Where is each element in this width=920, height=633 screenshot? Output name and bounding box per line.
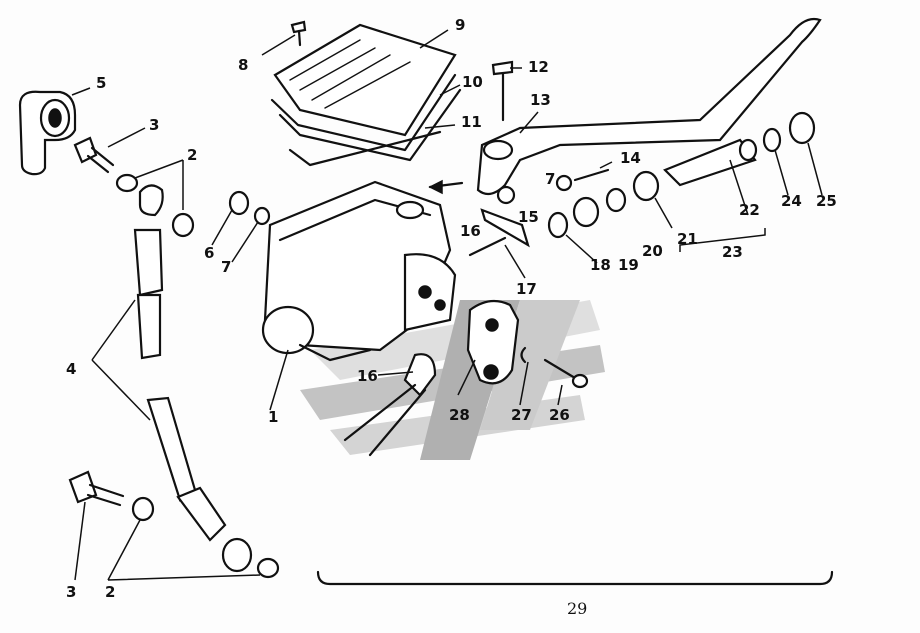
callout-6: 6 [204, 244, 214, 262]
callout-3b: 3 [66, 583, 76, 601]
callout-3a: 3 [149, 116, 159, 134]
oring-7 [253, 206, 271, 226]
nut-15 [496, 185, 516, 205]
callout-9: 9 [455, 16, 465, 34]
reservoir-cover [270, 23, 462, 167]
cover-screw [290, 20, 307, 47]
seal-6 [228, 190, 250, 216]
callout-7b: 7 [545, 170, 555, 188]
washer-2d [256, 557, 280, 579]
callout-12: 12 [528, 58, 549, 76]
callout-28: 28 [449, 406, 470, 424]
piston-22 [663, 138, 758, 187]
banjo-bolt-top [73, 136, 115, 174]
callout-22: 22 [739, 201, 760, 219]
clip-27 [520, 346, 527, 364]
callout-23: 23 [722, 243, 743, 261]
brake-hose [133, 184, 253, 573]
brake-lever [476, 17, 822, 196]
banjo-bolt-bottom [68, 470, 125, 507]
cup-19 [572, 196, 600, 228]
pivot-bolt [491, 60, 514, 122]
callout-13: 13 [530, 91, 551, 109]
washer-20 [605, 187, 627, 213]
master-cylinder-body [261, 180, 457, 362]
callout-25: 25 [816, 192, 837, 210]
callout-7a: 7 [221, 258, 231, 276]
callout-17: 17 [516, 280, 537, 298]
callout-5: 5 [96, 74, 106, 92]
callout-20: 20 [642, 242, 663, 260]
banjo-fitting [18, 90, 77, 176]
callout-21: 21 [677, 230, 698, 248]
callout-2a: 2 [187, 146, 197, 164]
nut-7 [555, 174, 573, 192]
callout-4: 4 [66, 360, 76, 378]
callout-2b: 2 [105, 583, 115, 601]
direction-arrow [428, 179, 464, 195]
clamp-screw [543, 358, 589, 389]
assembly-label: 29 [567, 599, 587, 618]
callout-14: 14 [620, 149, 641, 167]
callout-24: 24 [781, 192, 802, 210]
ring-24 [762, 127, 782, 153]
callout-16a: 16 [460, 222, 481, 240]
callout-27: 27 [511, 406, 532, 424]
spring-17 [468, 236, 507, 257]
callout-26: 26 [549, 406, 570, 424]
brake-switch [343, 353, 437, 457]
callout-15: 15 [518, 208, 539, 226]
cap-25 [788, 111, 816, 145]
callout-1: 1 [268, 408, 278, 426]
leader-lines [71, 29, 823, 581]
push-rod [480, 208, 530, 248]
washer-2b [171, 212, 195, 238]
seal-18 [547, 211, 569, 239]
callout-11: 11 [461, 113, 482, 131]
seal-21 [632, 170, 660, 202]
assembly-bracket [316, 570, 834, 586]
callout-10: 10 [462, 73, 483, 91]
callout-8: 8 [238, 56, 248, 74]
clamp [466, 299, 520, 385]
washer-2c [131, 496, 155, 522]
callout-18: 18 [590, 256, 611, 274]
callout-19: 19 [618, 256, 639, 274]
washer-2a [115, 173, 139, 193]
spring-14 [573, 168, 610, 182]
watermark-logo [300, 300, 605, 460]
callout-labels: 1 2 2 3 3 4 5 6 7 7 8 9 10 11 12 13 14 1… [66, 16, 837, 618]
callout-16b: 16 [357, 367, 378, 385]
